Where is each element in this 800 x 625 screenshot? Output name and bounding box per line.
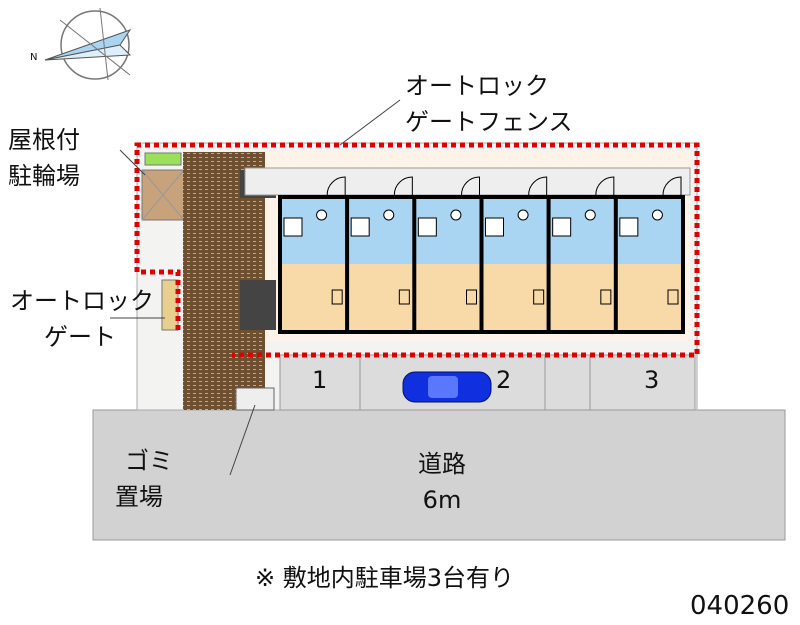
autolock-gate-label: オートロック ゲート <box>10 283 154 355</box>
plan-code: 040260 <box>690 591 790 621</box>
road-label: 道路 6m <box>418 446 466 518</box>
apartment-unit <box>613 176 685 334</box>
compass-north-label: N <box>30 52 38 63</box>
garbage-area <box>235 387 275 411</box>
autolock-gate <box>161 279 179 331</box>
label-line: 置場 <box>115 483 163 511</box>
bike-parking-label: 屋根付 駐輪場 <box>8 122 80 194</box>
apartment-unit <box>479 176 551 334</box>
compass-icon <box>44 7 132 81</box>
car-icon <box>402 371 492 403</box>
label-line: ゲート <box>44 323 116 351</box>
road <box>92 409 786 541</box>
parking-space-3: 3 <box>644 366 660 394</box>
autolock-fence-label: オートロック ゲートフェンス <box>405 68 573 140</box>
leader-lines <box>110 99 401 476</box>
stairs-lower <box>240 280 276 330</box>
label-line: ゴミ <box>125 447 173 475</box>
label-line: ゲートフェンス <box>405 108 573 136</box>
planter <box>144 152 182 166</box>
label-line: 6m <box>422 486 462 514</box>
apartment-unit <box>345 176 417 334</box>
parking-space-1: 1 <box>312 366 328 394</box>
parking-note: ※ 敷地内駐車場3台有り <box>255 564 515 592</box>
apartment-unit <box>546 176 618 334</box>
apartment-unit <box>412 176 484 334</box>
label-line: 屋根付 <box>8 126 80 154</box>
label-line: オートロック <box>10 287 154 315</box>
label-line: 駐輪場 <box>8 162 80 190</box>
label-line: 道路 <box>418 450 466 478</box>
label-line: オートロック <box>405 72 549 100</box>
apartment-unit <box>278 176 350 334</box>
autolock-fence-boundary <box>134 142 700 358</box>
garbage-label: ゴミ 置場 <box>115 443 173 515</box>
parking-space-2: 2 <box>496 366 512 394</box>
